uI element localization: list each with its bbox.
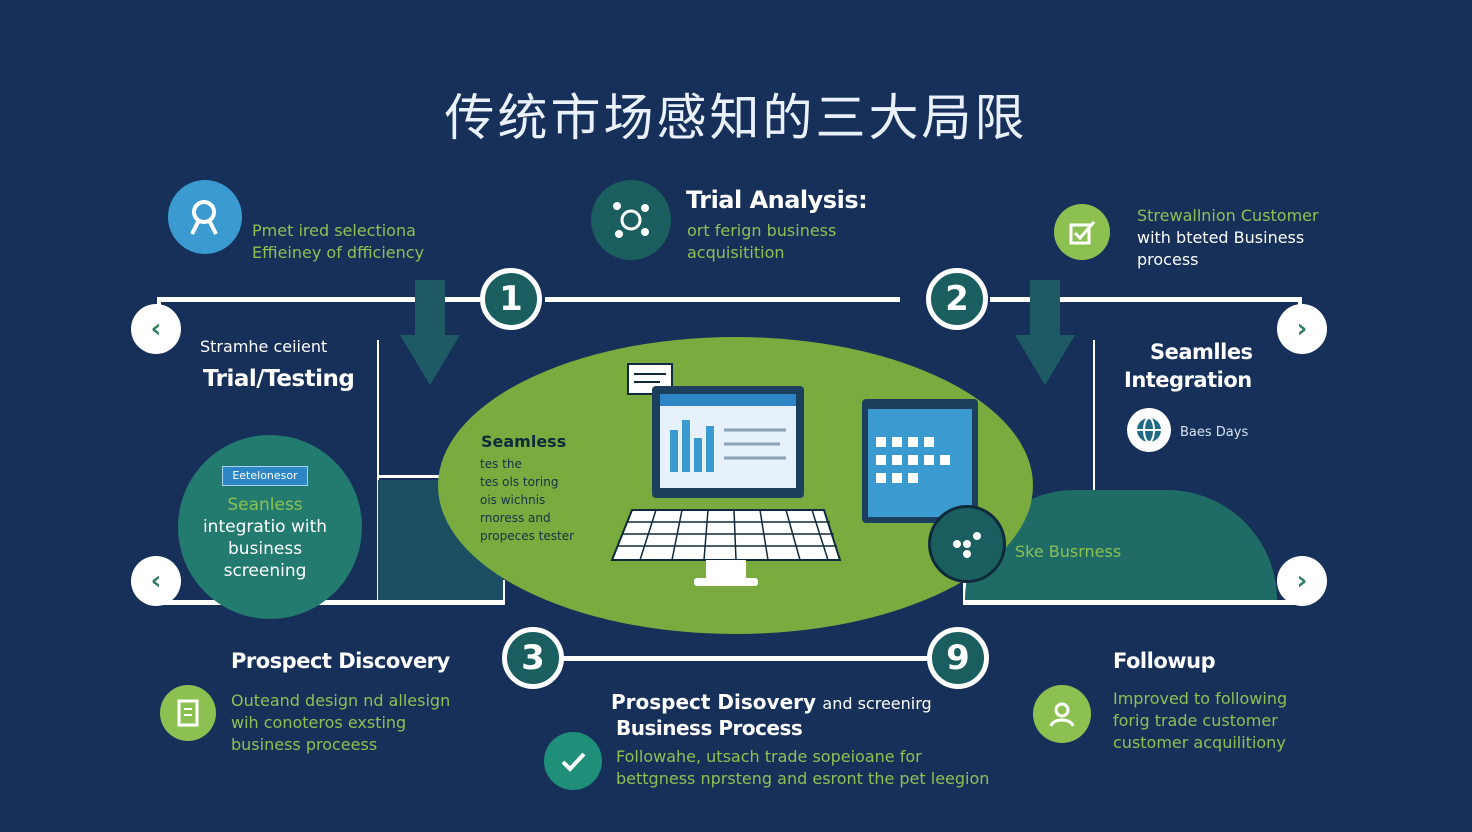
right-panel-badge-text: Baes Days	[1180, 425, 1249, 440]
bottom-center-text: Followahe, utsach trade sopeioane for be…	[616, 747, 990, 788]
arrow-down-right	[1015, 280, 1075, 385]
tablet-icon	[862, 399, 978, 523]
left-circle-text: Seanless integratio with business screen…	[202, 495, 328, 581]
step-1-badge: 1	[480, 268, 542, 330]
connector-top-right	[990, 297, 1300, 302]
top-right-text: Strewallnion Customer with bteted Busine…	[1137, 206, 1319, 269]
magnifier-icon	[168, 180, 242, 254]
document-icon	[160, 685, 216, 741]
checkbox-icon	[1054, 204, 1110, 260]
divider-left	[377, 340, 379, 600]
left-circle-tag: Eetelonesor	[222, 466, 308, 486]
page-title: 传统市场感知的三大局限	[444, 89, 1028, 147]
step-4-badge: 9	[927, 627, 989, 689]
left-panel-heading: Trial/Testing	[203, 366, 355, 392]
connector-top-left	[160, 297, 480, 302]
left-feature-circle	[178, 435, 362, 619]
step-3-badge: 3	[502, 627, 564, 689]
laptop-icon	[610, 363, 842, 586]
user-icon	[1033, 685, 1091, 743]
connector-bottom-left	[160, 600, 505, 605]
connector-left-mid	[378, 475, 453, 478]
top-center-text: ort ferign business acquisitition	[687, 221, 837, 262]
bottom-center-heading: Prospect Disovery and screenirg	[611, 690, 932, 714]
gears-icon	[591, 180, 671, 260]
bottom-right-heading: Followup	[1113, 649, 1216, 673]
right-panel-heading1: Seamlles	[1150, 340, 1253, 364]
right-panel-heading2: Integration	[1124, 368, 1252, 392]
chevron-left-icon[interactable]: ‹	[131, 304, 181, 354]
connector-bottom-middle	[560, 656, 930, 661]
bottom-right-text: Improved to following forig trade custom…	[1113, 689, 1288, 752]
left-panel-sub: Stramhe ceiient	[200, 337, 328, 356]
center-heading: Seamless	[481, 432, 567, 451]
top-left-text: Pmet ired selectiona Effieiney of dffici…	[252, 221, 425, 262]
chevron-right-icon[interactable]: ›	[1277, 304, 1327, 354]
bottom-left-text: Outeand design nd allesign wih conoteros…	[231, 691, 451, 754]
dots-icon	[928, 505, 1006, 583]
connector-top-middle	[545, 297, 900, 302]
divider-right	[1093, 340, 1095, 600]
chevron-left-icon[interactable]: ‹	[131, 556, 181, 606]
bottom-center-heading2: Business Process	[616, 716, 803, 740]
check-icon	[544, 732, 602, 790]
top-center-heading: Trial Analysis:	[686, 186, 868, 214]
chevron-right-icon[interactable]: ›	[1277, 556, 1327, 606]
right-area-label: Ske Busrness	[1015, 542, 1122, 561]
bottom-left-heading: Prospect Discovery	[231, 649, 450, 673]
arrow-down-left	[400, 280, 460, 385]
connector-bottom-right	[965, 600, 1300, 605]
center-text: tes the tes ols toring ois wichnis rnore…	[480, 457, 575, 543]
step-2-badge: 2	[926, 268, 988, 330]
globe-icon	[1127, 408, 1171, 452]
connector-bottom-left-up	[501, 580, 505, 605]
